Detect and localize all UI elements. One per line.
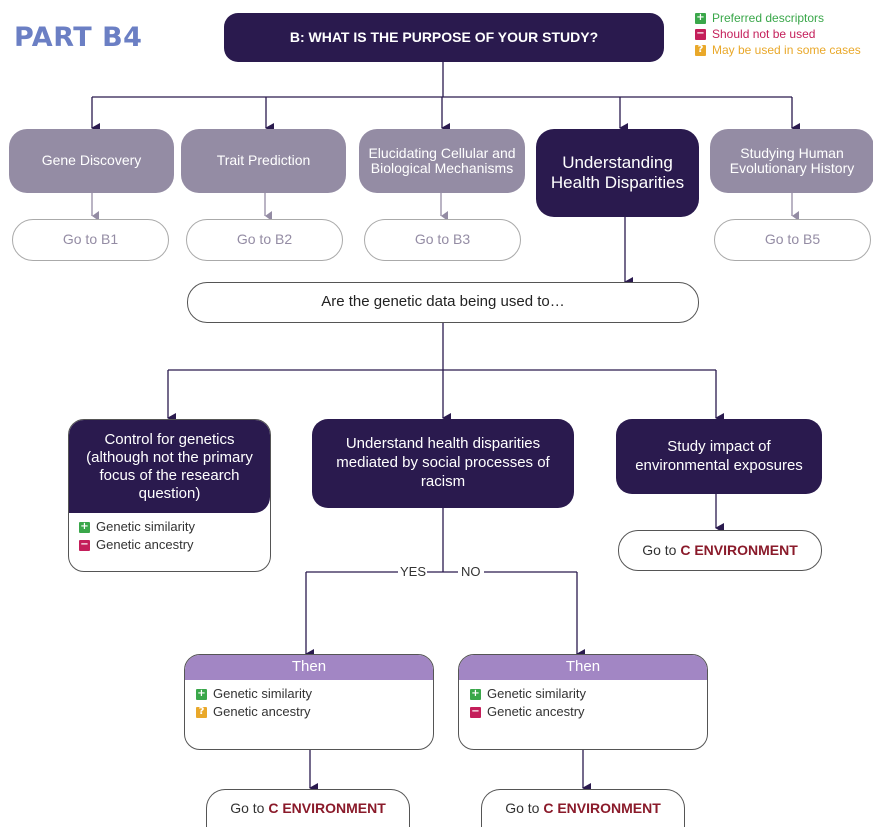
then-card-no: Then + Genetic similarity − Genetic ance…	[458, 654, 708, 750]
yes-label: YES	[400, 564, 427, 579]
then-header: Then	[185, 655, 433, 680]
plus-square-icon: +	[470, 688, 481, 700]
environment-option: Study impact of environmental exposures	[616, 419, 822, 494]
genetic-data-question: Are the genetic data being used to…	[187, 282, 699, 323]
legend-not-used: − Should not be used	[695, 26, 861, 42]
descriptor-text: Genetic ancestry	[213, 704, 311, 719]
control-option-card: Control for genetics (although not the p…	[68, 419, 271, 572]
goto-b5-button[interactable]: Go to B5	[714, 219, 871, 261]
minus-square-icon: −	[695, 28, 706, 40]
purpose-label: Trait Prediction	[216, 152, 311, 169]
descriptor-preferred: + Genetic similarity	[470, 685, 707, 703]
goto-environment-yes-button[interactable]: Go to C ENVIRONMENT	[206, 789, 410, 827]
then-header-text: Then	[565, 658, 601, 676]
purpose-evolutionary-history: Studying Human Evolutionary History	[710, 129, 873, 193]
root-question-text: B: WHAT IS THE PURPOSE OF YOUR STUDY?	[289, 28, 599, 45]
purpose-cellular-mechanisms: Elucidating Cellular and Biological Mech…	[359, 129, 525, 193]
legend: + Preferred descriptors − Should not be …	[695, 10, 861, 58]
descriptor-some-cases: ? Genetic ancestry	[196, 703, 433, 721]
goto-prefix: Go to	[642, 541, 677, 558]
purpose-label: Understanding Health Disparities	[550, 152, 685, 192]
goto-label: Go to B3	[414, 231, 471, 248]
minus-square-icon: −	[470, 706, 481, 718]
then-header-text: Then	[291, 658, 327, 676]
purpose-gene-discovery: Gene Discovery	[9, 129, 174, 193]
then-card-yes: Then + Genetic similarity ? Genetic ance…	[184, 654, 434, 750]
purpose-health-disparities: Understanding Health Disparities	[536, 129, 699, 217]
legend-some-cases: ? May be used in some cases	[695, 42, 861, 58]
disparities-option-label: Understand health disparities mediated b…	[336, 435, 550, 490]
descriptor-text: Genetic similarity	[213, 686, 312, 701]
disparities-option: Understand health disparities mediated b…	[312, 419, 574, 508]
then-header: Then	[459, 655, 707, 680]
control-option-header: Control for genetics (although not the p…	[69, 420, 270, 513]
question-square-icon: ?	[695, 44, 706, 56]
descriptor-text: Genetic similarity	[487, 686, 586, 701]
purpose-label: Elucidating Cellular and Biological Mech…	[368, 144, 516, 176]
then-descriptors: + Genetic similarity ? Genetic ancestry	[185, 680, 433, 721]
descriptor-preferred: + Genetic similarity	[79, 518, 270, 536]
descriptor-not-used: − Genetic ancestry	[470, 703, 707, 721]
minus-square-icon: −	[79, 539, 90, 551]
legend-preferred: + Preferred descriptors	[695, 10, 861, 26]
environment-option-label: Study impact of environmental exposures	[635, 437, 803, 474]
legend-some-cases-label: May be used in some cases	[712, 43, 861, 57]
question-text: Are the genetic data being used to…	[321, 293, 565, 311]
control-descriptors: + Genetic similarity − Genetic ancestry	[69, 513, 270, 554]
goto-label: Go to B5	[764, 231, 821, 248]
no-label: NO	[461, 564, 481, 579]
goto-label: Go to B1	[62, 231, 119, 248]
plus-square-icon: +	[79, 521, 90, 533]
part-title: PART B4	[14, 22, 143, 53]
descriptor-text: Genetic ancestry	[487, 704, 585, 719]
plus-square-icon: +	[695, 12, 706, 24]
plus-square-icon: +	[196, 688, 207, 700]
then-descriptors: + Genetic similarity − Genetic ancestry	[459, 680, 707, 721]
goto-prefix: Go to	[505, 799, 540, 816]
legend-not-used-label: Should not be used	[712, 27, 816, 41]
goto-b2-button[interactable]: Go to B2	[186, 219, 343, 261]
descriptor-not-used: − Genetic ancestry	[79, 536, 270, 554]
descriptor-preferred: + Genetic similarity	[196, 685, 433, 703]
goto-target: C ENVIRONMENT	[543, 799, 661, 816]
purpose-label: Gene Discovery	[41, 152, 142, 169]
goto-b1-button[interactable]: Go to B1	[12, 219, 169, 261]
control-option-label: Control for genetics (although not the p…	[86, 430, 253, 502]
goto-target: C ENVIRONMENT	[268, 799, 386, 816]
purpose-label: Studying Human Evolutionary History	[729, 144, 855, 176]
goto-label: Go to B2	[236, 231, 293, 248]
goto-prefix: Go to	[230, 799, 265, 816]
descriptor-text: Genetic similarity	[96, 519, 195, 534]
goto-target: C ENVIRONMENT	[680, 541, 798, 558]
goto-environment-no-button[interactable]: Go to C ENVIRONMENT	[481, 789, 685, 827]
goto-environment-button[interactable]: Go to C ENVIRONMENT	[618, 530, 822, 571]
goto-b3-button[interactable]: Go to B3	[364, 219, 521, 261]
legend-preferred-label: Preferred descriptors	[712, 11, 825, 25]
root-question: B: WHAT IS THE PURPOSE OF YOUR STUDY?	[224, 13, 664, 62]
purpose-trait-prediction: Trait Prediction	[181, 129, 346, 193]
question-square-icon: ?	[196, 706, 207, 718]
descriptor-text: Genetic ancestry	[96, 537, 194, 552]
